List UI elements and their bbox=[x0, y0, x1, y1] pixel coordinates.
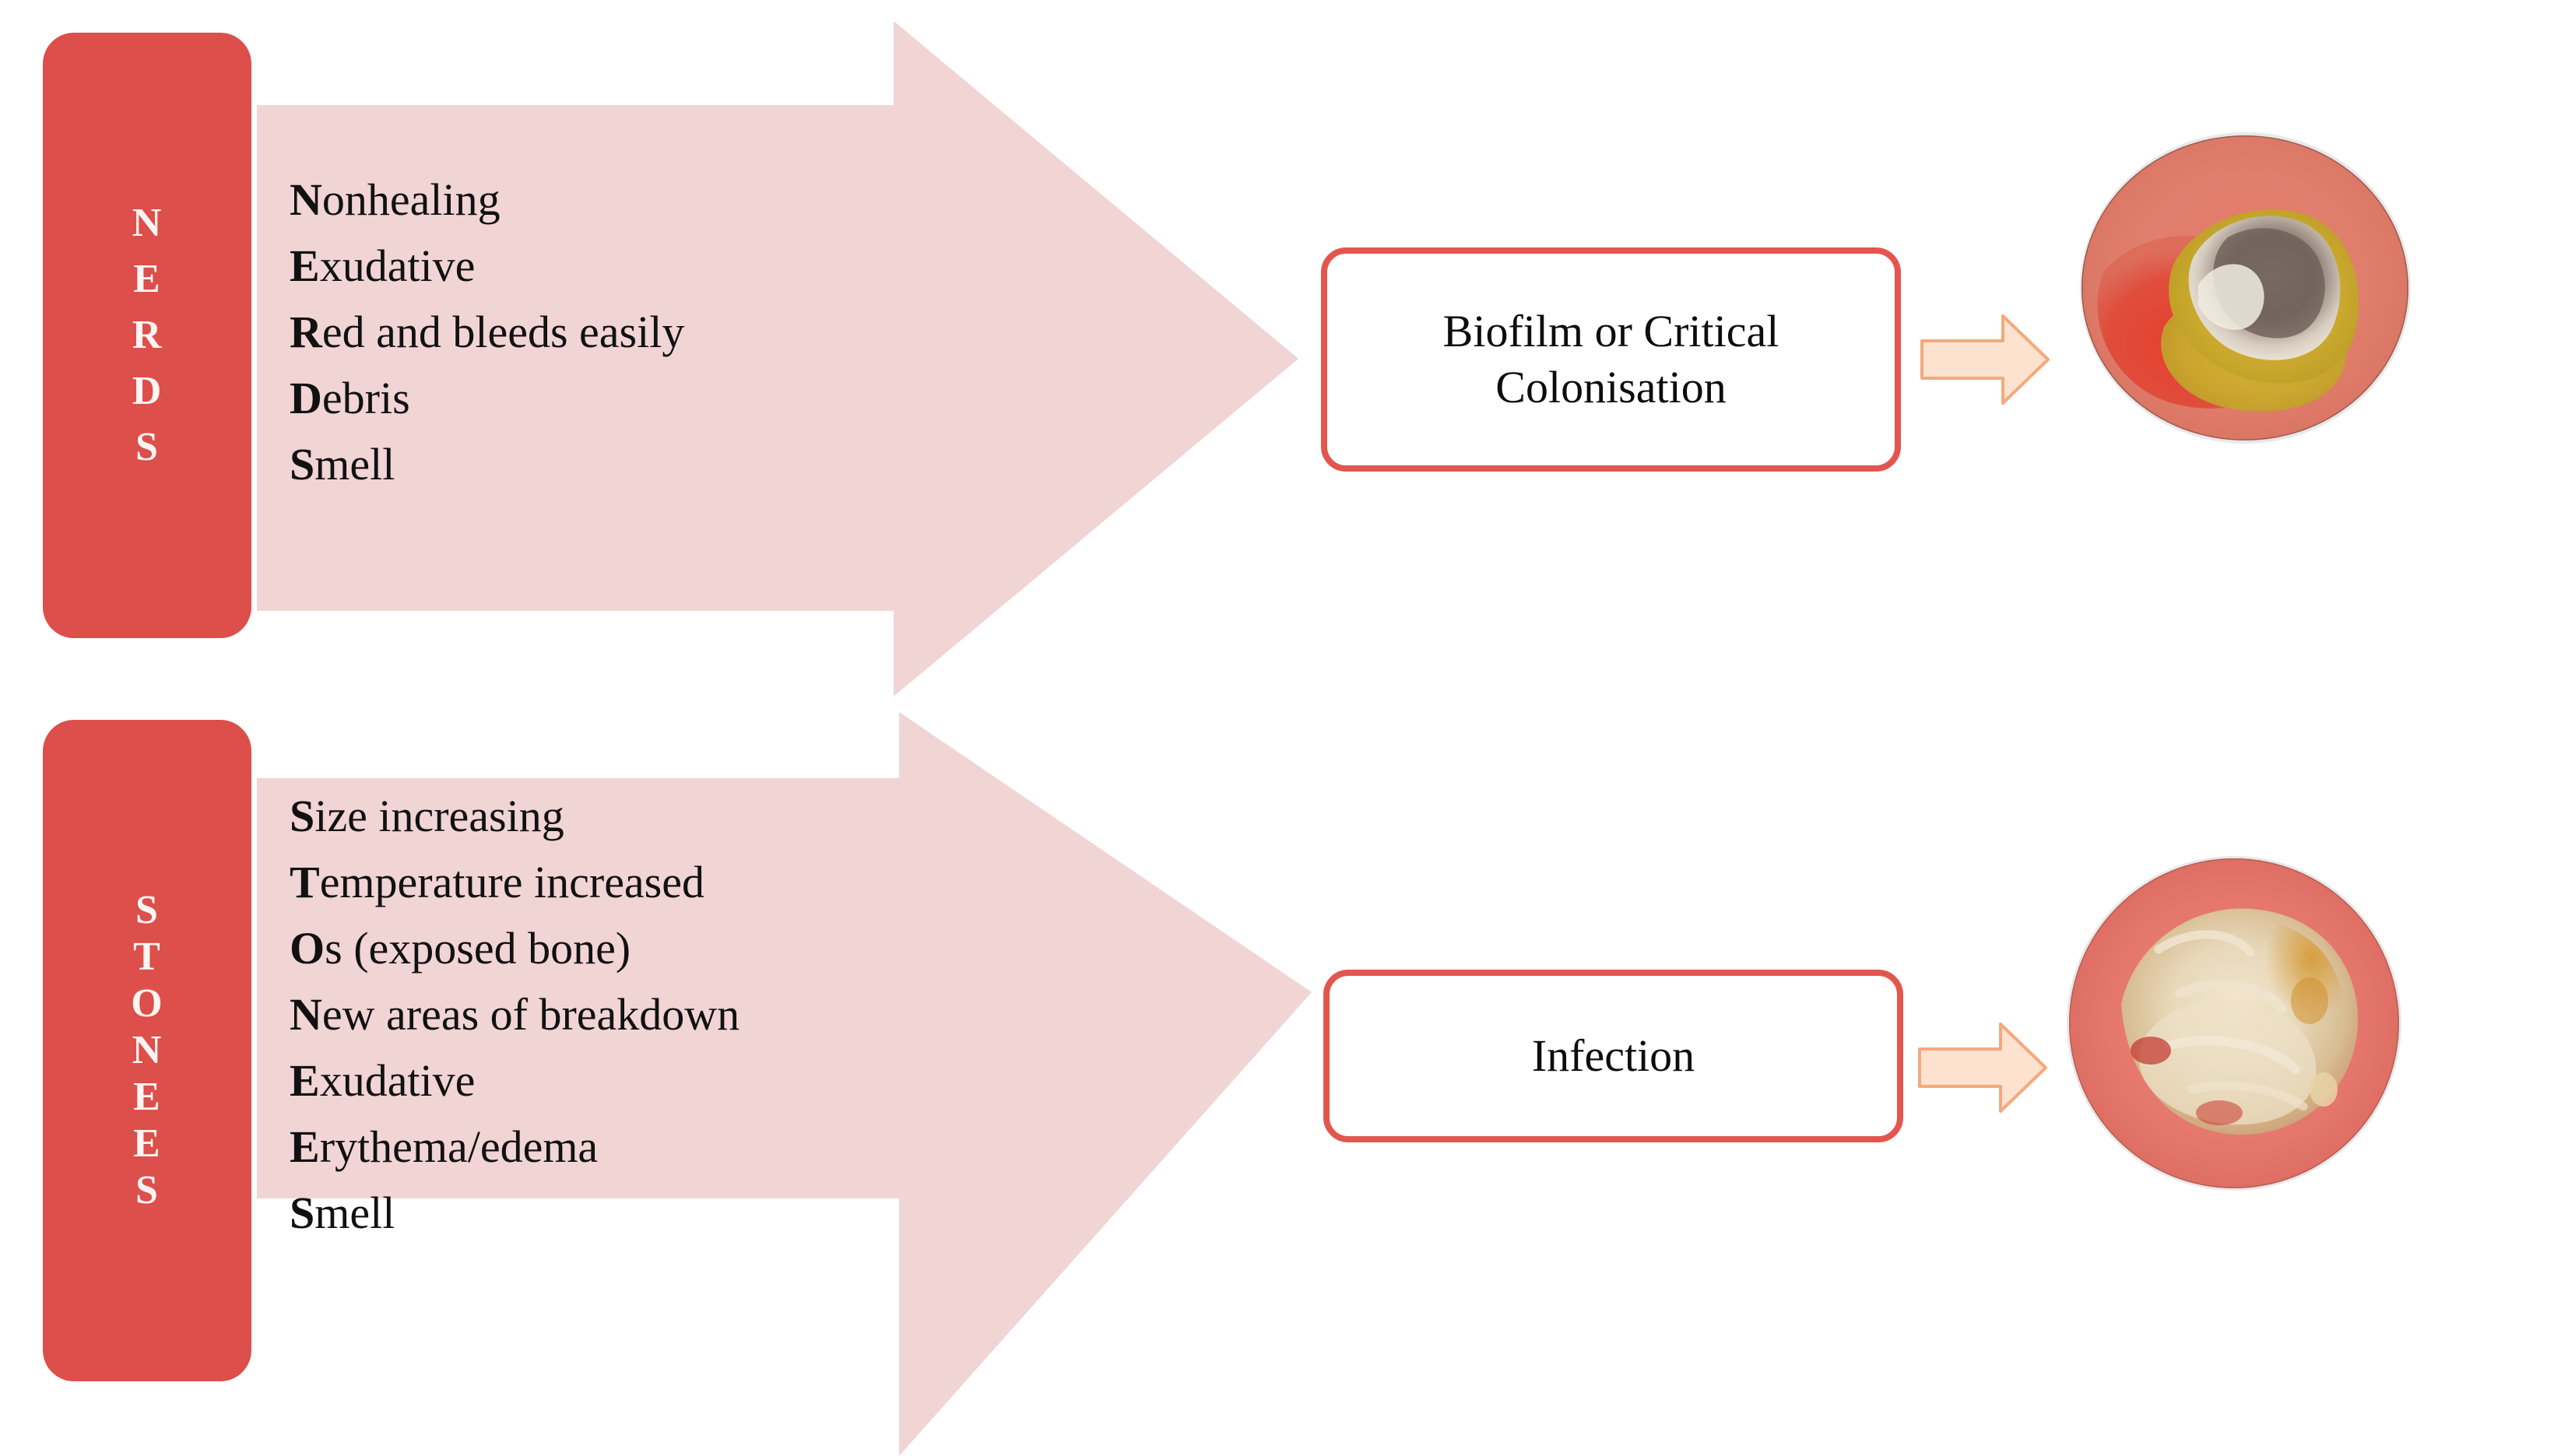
acronym-letter: S bbox=[135, 425, 159, 469]
symptom-item: Debris bbox=[290, 376, 684, 421]
symptom-rest: ize increasing bbox=[314, 791, 564, 841]
symptom-initial: O bbox=[290, 923, 325, 974]
symptom-rest: emperature increased bbox=[319, 857, 704, 907]
symptom-rest: xudative bbox=[319, 240, 476, 291]
symptom-initial: T bbox=[290, 857, 320, 907]
symptom-item: Nonhealing bbox=[290, 177, 684, 223]
acronym-letter: S bbox=[135, 1168, 159, 1212]
acronym-letter: R bbox=[132, 313, 163, 357]
acronym-letter: D bbox=[132, 369, 163, 413]
symptom-rest: s (exposed bone) bbox=[325, 923, 631, 974]
wound-photo-infection bbox=[2067, 856, 2401, 1191]
symptom-rest: ed and bleeds easily bbox=[321, 307, 685, 357]
acronym-letter: S bbox=[135, 888, 159, 932]
symptom-initial: R bbox=[290, 307, 322, 357]
symptom-rest: mell bbox=[314, 1188, 395, 1238]
symptom-rest: ew areas of breakdown bbox=[321, 989, 740, 1040]
symptom-initial: N bbox=[290, 989, 322, 1040]
symptom-initial: E bbox=[290, 240, 320, 291]
symptom-item: Temperature increased bbox=[290, 860, 739, 905]
symptom-item: Os (exposed bone) bbox=[290, 926, 739, 971]
symptom-item: Exudative bbox=[290, 1058, 739, 1103]
symptom-item: Size increasing bbox=[290, 794, 739, 839]
symptom-rest: mell bbox=[314, 439, 395, 489]
symptom-item: Smell bbox=[290, 1191, 739, 1236]
acronym-letter: E bbox=[133, 1121, 161, 1166]
symptom-list-nerds: Nonhealing Exudative Red and bleeds easi… bbox=[290, 177, 684, 503]
small-arrow-biofilm bbox=[1920, 314, 2050, 405]
symptom-rest: xudative bbox=[319, 1055, 476, 1106]
symptom-initial: E bbox=[290, 1121, 320, 1172]
outcome-label: Biofilm or Critical Colonisation bbox=[1442, 305, 1779, 413]
symptom-item: Exudative bbox=[290, 244, 684, 289]
outcome-label: Infection bbox=[1531, 1030, 1695, 1081]
symptom-item: Erythema/edema bbox=[290, 1124, 739, 1170]
symptom-item: Red and bleeds easily bbox=[290, 310, 684, 355]
symptom-initial: D bbox=[290, 373, 322, 423]
acronym-letter: N bbox=[132, 201, 163, 245]
symptom-rest: ebris bbox=[321, 373, 410, 423]
symptom-item: New areas of breakdown bbox=[290, 992, 739, 1037]
symptom-initial: S bbox=[290, 439, 315, 489]
symptom-rest: onhealing bbox=[321, 174, 501, 225]
symptom-initial: N bbox=[290, 174, 322, 225]
symptom-item: Smell bbox=[290, 442, 684, 487]
symptom-initial: S bbox=[290, 791, 315, 841]
acronym-letter: O bbox=[131, 981, 163, 1026]
symptom-list-stonees: Size increasing Temperature increased Os… bbox=[290, 794, 739, 1252]
wound-photo-biofilm bbox=[2080, 132, 2411, 444]
outcome-box-biofilm[interactable]: Biofilm or Critical Colonisation bbox=[1321, 247, 1901, 472]
small-arrow-infection bbox=[1918, 1023, 2047, 1113]
acronym-letter: E bbox=[133, 257, 161, 301]
acronym-letter: N bbox=[132, 1028, 163, 1072]
symptom-rest: rythema/edema bbox=[319, 1121, 599, 1172]
symptom-initial: S bbox=[290, 1188, 315, 1238]
acronym-block-nerds: N E R D S bbox=[43, 33, 251, 638]
symptom-initial: E bbox=[290, 1055, 320, 1106]
acronym-letter: E bbox=[133, 1075, 161, 1119]
outcome-box-infection[interactable]: Infection bbox=[1323, 970, 1903, 1142]
acronym-block-stonees: S T O N E E S bbox=[43, 720, 251, 1381]
acronym-letter: T bbox=[133, 935, 161, 979]
